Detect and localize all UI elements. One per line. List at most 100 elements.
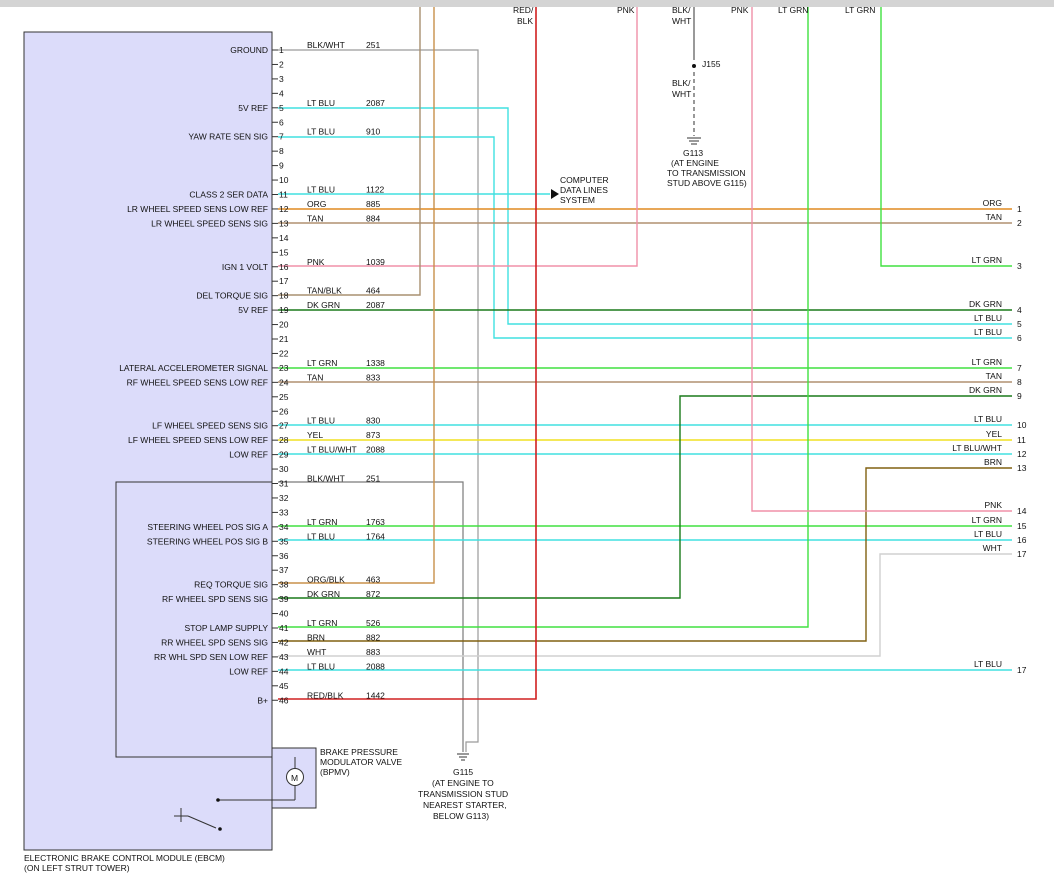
- pin-function-label: YAW RATE SEN SIG: [188, 132, 268, 142]
- connector-pin-number: 6: [1017, 333, 1022, 343]
- pin-function-label: 5V REF: [238, 305, 268, 315]
- wire-pin-43: [278, 553, 1012, 657]
- motor-icon: [286, 768, 304, 786]
- pin-number: 28: [279, 435, 289, 445]
- pin-function-label: LR WHEEL SPEED SENS SIG: [151, 218, 268, 228]
- connector-pin-number: 11: [1017, 435, 1026, 445]
- pin-number: 7: [279, 132, 284, 142]
- pin-number: 1: [279, 45, 284, 55]
- circuit-number: 464: [366, 286, 380, 296]
- pin-function-label: STEERING WHEEL POS SIG A: [147, 522, 268, 532]
- pin-number: 24: [279, 377, 289, 387]
- pin-function-label: CLASS 2 SER DATA: [189, 190, 268, 200]
- pin-function-label: STOP LAMP SUPPLY: [185, 623, 269, 633]
- circuit-number: 2087: [366, 98, 385, 108]
- wire-pin-38: [278, 7, 435, 584]
- connector-wire-color: DK GRN: [969, 385, 1002, 395]
- switch-contact-dot: [218, 827, 222, 831]
- pin-number: 18: [279, 291, 289, 301]
- pin-number: 44: [279, 666, 289, 676]
- bpmv-label-2: MODULATOR VALVE: [320, 757, 402, 767]
- pin-number: 38: [279, 580, 289, 590]
- pin-function-label: STEERING WHEEL POS SIG B: [147, 536, 268, 546]
- arrow-right-icon: [551, 189, 559, 199]
- g113-line2: TO TRANSMISSION: [667, 168, 746, 178]
- pin-number: 31: [279, 479, 289, 489]
- wire-color-label: TAN: [307, 372, 323, 382]
- connector-wire-color: LT BLU: [974, 327, 1002, 337]
- splice-wire-label-1: BLK/: [672, 78, 691, 88]
- circuit-number: 251: [366, 474, 380, 484]
- ebcm-location: (ON LEFT STRUT TOWER): [24, 863, 130, 873]
- circuit-number: 2088: [366, 445, 385, 455]
- top-label-red-blk-2: BLK: [517, 16, 533, 26]
- pin-number: 23: [279, 363, 289, 373]
- pin-number: 11: [279, 190, 288, 200]
- wire-color-label: TAN: [307, 213, 323, 223]
- connector-wire-color: TAN: [986, 371, 1002, 381]
- connector-wire-color: TAN: [986, 212, 1002, 222]
- wire-color-label: LT BLU: [307, 531, 335, 541]
- pin-number: 8: [279, 146, 284, 156]
- connector-wire-color: WHT: [983, 543, 1002, 553]
- top-label-lt-grn-b: LT GRN: [845, 5, 875, 15]
- circuit-number: 833: [366, 372, 380, 382]
- g115-name: G115: [453, 767, 473, 777]
- wire-color-label: LT BLU/WHT: [307, 445, 357, 455]
- connector-wire-color: LT GRN: [972, 357, 1002, 367]
- circuit-number: 885: [366, 199, 380, 209]
- circuit-number: 2087: [366, 300, 385, 310]
- pin-number: 34: [279, 522, 289, 532]
- computer-data-line3: SYSTEM: [560, 195, 595, 205]
- circuit-number: 1338: [366, 358, 385, 368]
- connector-wire-color: LT BLU: [974, 659, 1002, 669]
- circuit-number: 873: [366, 430, 380, 440]
- pin-function-label: RR WHL SPD SEN LOW REF: [154, 652, 268, 662]
- wire-pin-16: [278, 7, 638, 267]
- wire-color-label: LT GRN: [307, 618, 337, 628]
- pin-number: 32: [279, 493, 289, 503]
- g113-line3: STUD ABOVE G115): [667, 178, 747, 188]
- connector-pin-number: 3: [1017, 261, 1022, 271]
- top-label-pnk-b: PNK: [731, 5, 749, 15]
- pin-function-label: REQ TORQUE SIG: [194, 580, 268, 590]
- connector-wire-color: LT BLU/WHT: [952, 443, 1002, 453]
- top-label-blk-wht-2: WHT: [672, 16, 691, 26]
- connector-wire-color: DK GRN: [969, 299, 1002, 309]
- pin-number: 43: [279, 652, 289, 662]
- connector-pin-number: 17: [1017, 549, 1027, 559]
- connector-wire-color: LT GRN: [972, 515, 1002, 525]
- bpmv-label-1: BRAKE PRESSURE: [320, 747, 398, 757]
- connector-wire-color: ORG: [983, 198, 1002, 208]
- pin-number: 4: [279, 88, 284, 98]
- circuit-number: 526: [366, 618, 380, 628]
- circuit-number: 2088: [366, 661, 385, 671]
- splice-j155-label: J155: [702, 59, 721, 69]
- pin-number: 36: [279, 551, 289, 561]
- top-label-lt-grn-a: LT GRN: [778, 5, 808, 15]
- pin-number: 37: [279, 565, 289, 575]
- connector-pin-number: 17: [1017, 665, 1027, 675]
- circuit-number: 1039: [366, 257, 385, 267]
- pin-number: 6: [279, 117, 284, 127]
- pin-number: 46: [279, 695, 289, 705]
- pin-function-label: IGN 1 VOLT: [222, 262, 268, 272]
- wire-pin-41: [278, 7, 809, 628]
- connector-pin-number: 13: [1017, 463, 1027, 473]
- wire-color-label: RED/BLK: [307, 690, 344, 700]
- splice-j155-dot: [692, 64, 696, 68]
- pin-number: 26: [279, 406, 289, 416]
- ebcm-module-box: [23, 31, 273, 851]
- connector-pin-number: 5: [1017, 319, 1022, 329]
- connector-wire-color: PNK: [985, 500, 1003, 510]
- connector-pin-number: 2: [1017, 218, 1022, 228]
- wire-color-label: DK GRN: [307, 589, 340, 599]
- connector-pin-number: 7: [1017, 363, 1022, 373]
- pin-number: 35: [279, 536, 289, 546]
- connector-wire-color: LT BLU: [974, 529, 1002, 539]
- wire-color-label: YEL: [307, 430, 323, 440]
- pin-number: 17: [279, 276, 289, 286]
- g113-name: G113: [683, 148, 703, 158]
